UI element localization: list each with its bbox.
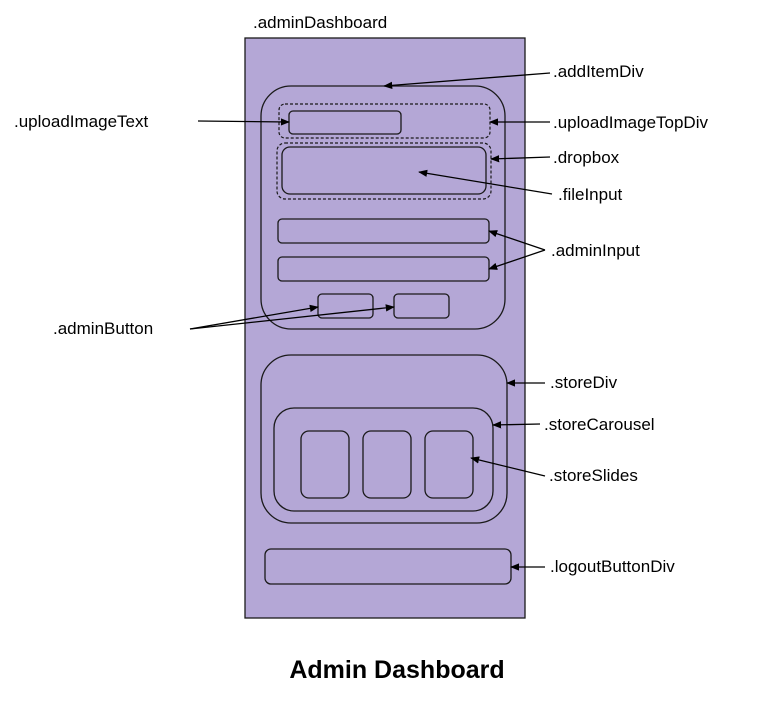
admin-dashboard-label: .adminDashboard <box>253 13 387 32</box>
logout-button-div-label: .logoutButtonDiv <box>550 557 675 576</box>
store-div-box <box>260 354 508 524</box>
file-input-arrow <box>418 169 553 195</box>
upload-image-text-label: .uploadImageText <box>14 112 148 131</box>
add-item-div-box <box>260 85 506 330</box>
store-carousel-label: .storeCarousel <box>544 415 655 434</box>
add-item-div-label: .addItemDiv <box>553 62 644 81</box>
upload-image-top-div-label: .uploadImageTopDiv <box>553 113 708 132</box>
admin-button-arrow <box>189 304 395 330</box>
diagram-title: Admin Dashboard <box>289 656 504 684</box>
dropbox-arrow <box>490 155 551 163</box>
admin-dashboard-box <box>244 37 526 619</box>
admin-input-arrow <box>488 249 546 270</box>
store-div-label: .storeDiv <box>550 373 618 392</box>
store-slides-label: .storeSlides <box>549 466 638 485</box>
store-slides-arrow <box>470 456 546 477</box>
admin-button-label: .adminButton <box>53 319 153 338</box>
upload-image-text-arrow <box>197 118 290 126</box>
file-input-box <box>281 146 487 195</box>
store-slide-box <box>362 430 412 499</box>
store-carousel-arrow <box>492 421 541 429</box>
dropbox-box <box>276 142 492 200</box>
store-slide-box <box>300 430 350 499</box>
add-item-div-arrow <box>383 72 551 89</box>
file-input-label: .fileInput <box>558 185 623 204</box>
store-slide-box <box>424 430 474 499</box>
admin-input-arrow <box>488 230 546 251</box>
admin-input-label: .adminInput <box>551 241 640 260</box>
store-carousel-box <box>273 407 494 512</box>
dropbox-label: .dropbox <box>553 148 620 167</box>
admin-button-arrow <box>189 304 319 330</box>
